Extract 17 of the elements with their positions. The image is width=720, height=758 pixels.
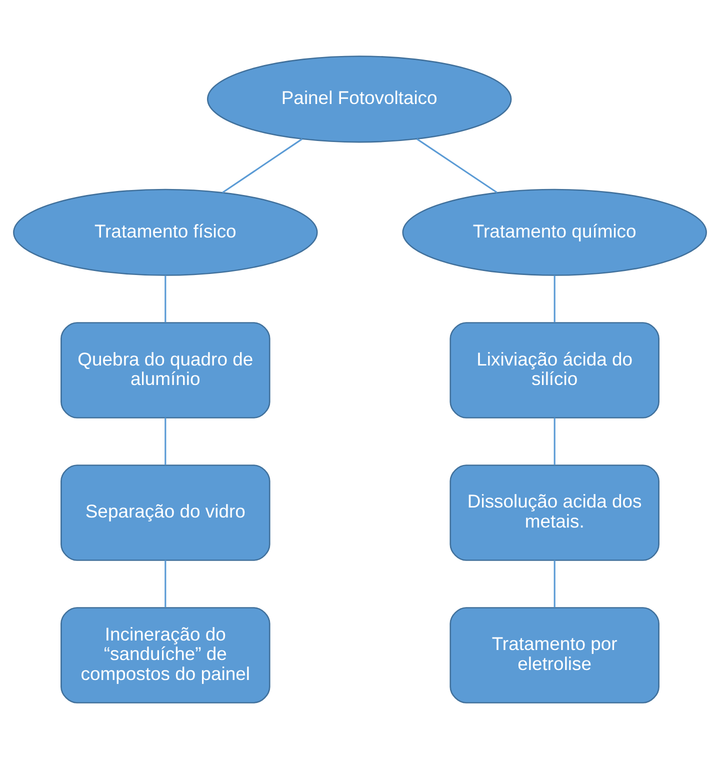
connector <box>164 274 166 322</box>
node-box: Incineração do “sanduíche” de compostos do painel <box>60 606 270 703</box>
node-ellipse: Tratamento químico <box>402 188 707 276</box>
node-ellipse: Painel Fotovoltaico <box>206 55 512 142</box>
connector <box>554 417 556 464</box>
connector <box>416 138 498 193</box>
connector <box>554 274 556 322</box>
node-box: Lixiviação ácida do silício <box>450 322 660 418</box>
connector <box>222 138 303 193</box>
connector <box>164 560 166 607</box>
node-box: Dissolução acida dos metais. <box>450 464 660 560</box>
node-ellipse: Tratamento físico <box>13 188 318 276</box>
node-box: Quebra do quadro de alumínio <box>60 322 270 418</box>
connector <box>554 560 556 607</box>
connector <box>164 417 166 464</box>
node-box: Separação do vidro <box>60 464 270 560</box>
node-box: Tratamento por eletrolise <box>450 606 660 703</box>
